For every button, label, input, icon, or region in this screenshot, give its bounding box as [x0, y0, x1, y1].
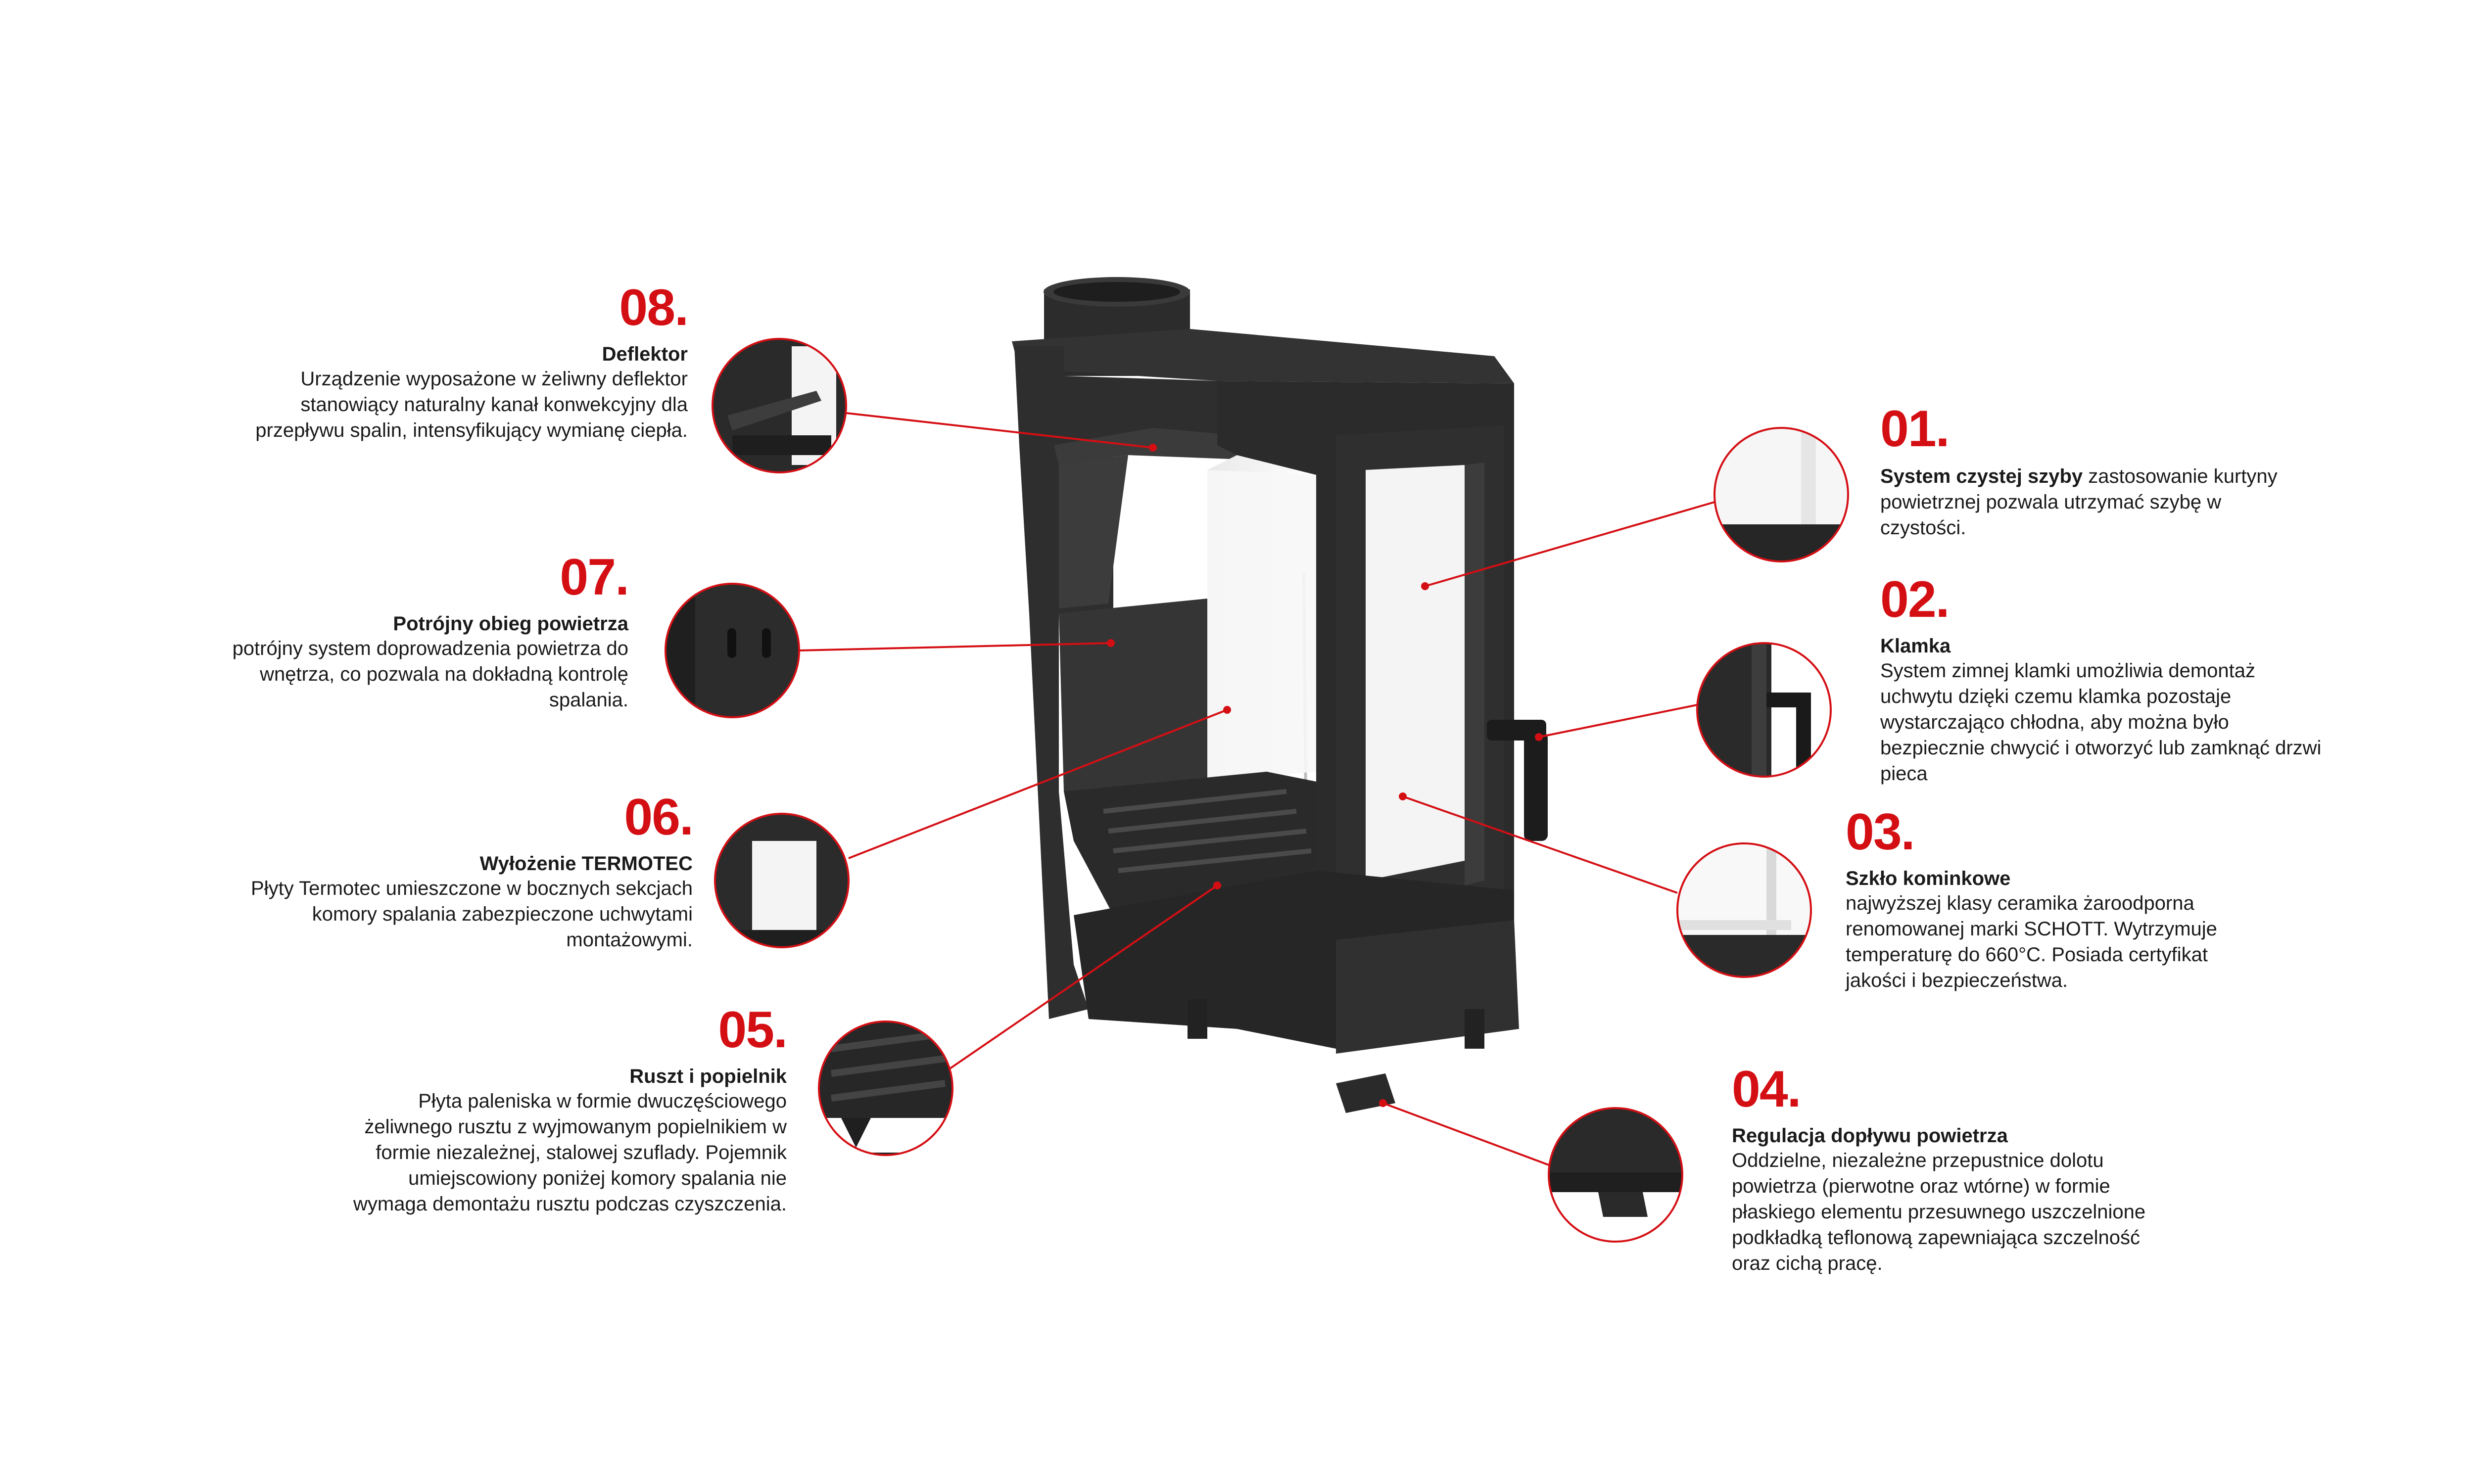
leader-02 — [1538, 704, 1698, 738]
chamber-left-wall — [1059, 599, 1207, 791]
callout-03: 03. Szkło kominkowe najwyższej klasy cer… — [1846, 806, 2232, 993]
callout-body: najwyższej klasy ceramika żaroodporna re… — [1846, 892, 2217, 991]
callout-number: 02. — [1880, 571, 1950, 628]
detail-circle-04 — [1548, 1107, 1683, 1243]
leader-06 — [848, 709, 1228, 859]
callout-number: 06. — [624, 788, 694, 846]
callout-title: Potrójny obieg powietrza — [393, 613, 628, 635]
leader-01 — [1425, 501, 1715, 587]
stove-foot-left — [1188, 999, 1207, 1039]
callout-title: Klamka — [1880, 635, 1951, 657]
detail-circle-07 — [665, 583, 800, 718]
leader-03 — [1402, 795, 1678, 894]
callout-body: Urządzenie wyposażone w żeliwny deflekto… — [255, 368, 688, 441]
detail-circle-06 — [714, 813, 850, 948]
callout-body: Płyta paleniska w formie dwuczęściowego … — [353, 1090, 787, 1215]
detail-circle-02 — [1696, 642, 1832, 778]
detail-circle-01 — [1713, 427, 1849, 562]
callout-title: Ruszt i popielnik — [629, 1066, 787, 1087]
callout-number: 05. — [718, 1001, 788, 1059]
callout-title: Wyłożenie TERMOTEC — [479, 853, 693, 875]
callout-body: System zimnej klamki umożliwia demontaż … — [1880, 660, 2322, 785]
callout-number: 08. — [619, 279, 689, 336]
door-handle-grip — [1524, 732, 1548, 841]
callout-05: 05. Ruszt i popielnik Płyta paleniska w … — [341, 1001, 788, 1217]
leader-08 — [846, 412, 1153, 449]
callout-number: 04. — [1732, 1061, 1802, 1118]
top-plate — [1012, 329, 1514, 383]
leader-04 — [1382, 1102, 1549, 1166]
callout-number: 01. — [1880, 400, 1950, 458]
stove-foot-right — [1465, 1009, 1484, 1049]
callout-number: 07. — [560, 549, 629, 606]
stove-base — [1336, 920, 1519, 1054]
callout-body: Płyty Termotec umieszczone w bocznych se… — [251, 878, 693, 951]
detail-circle-05 — [818, 1020, 953, 1156]
callout-title: System czystej szyby — [1880, 465, 2083, 487]
callout-body: potrójny system doprowadzenia powietrza … — [232, 638, 628, 711]
callout-number: 03. — [1846, 803, 1915, 861]
front-glass — [1366, 465, 1465, 881]
stove-illustration — [1012, 277, 1548, 1113]
callout-body: Oddzielne, niezależne przepustnice dolot… — [1732, 1150, 2146, 1274]
callout-08: 08. Deflektor Urządzenie wyposażone w że… — [242, 279, 689, 443]
callout-body: zastosowanie kurtyny powietrznej pozwala… — [1880, 465, 2278, 539]
callout-title: Szkło kominkowe — [1846, 868, 2011, 889]
air-regulator-lever — [1336, 1073, 1395, 1113]
callout-06: 06. Wyłożenie TERMOTEC Płyty Termotec um… — [247, 788, 694, 953]
callout-title: Deflektor — [602, 343, 688, 365]
callout-title: Regulacja dopływu powietrza — [1732, 1125, 2008, 1147]
back-plate — [1059, 455, 1128, 608]
callout-07: 07. Potrójny obieg powietrza potrójny sy… — [183, 549, 629, 713]
callout-04: 04. Regulacja dopływu powietrza Oddzieln… — [1732, 1064, 2177, 1276]
detail-circle-08 — [712, 338, 847, 473]
callout-01: 01. System czystej szyby zastosowanie ku… — [1880, 403, 2286, 541]
side-glass — [1207, 470, 1316, 782]
leader-07 — [799, 642, 1111, 651]
leader-05 — [949, 884, 1218, 1069]
detail-circle-03 — [1676, 842, 1812, 978]
callout-body-wrapper: System czystej szyby zastosowanie kurtyn… — [1880, 464, 2286, 541]
callout-02: 02. Klamka System zimnej klamki umożliwi… — [1880, 574, 2326, 787]
leader-lines — [799, 412, 1715, 1166]
deflector-plate — [1054, 428, 1267, 465]
